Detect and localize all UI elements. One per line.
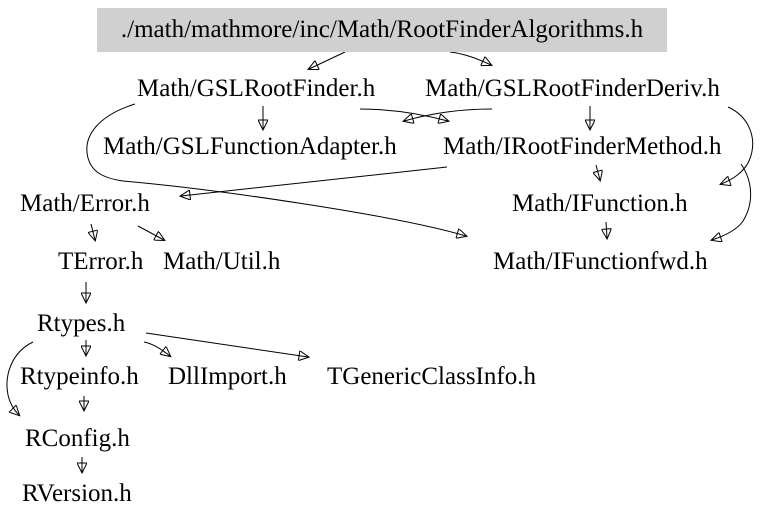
edge-error-terror xyxy=(91,223,95,240)
edge-rtypes-rconfig xyxy=(6,341,34,415)
edge-rootfinderalgorithms-gslrootfinder xyxy=(309,51,346,69)
node-rconfig[interactable]: RConfig.h xyxy=(25,425,130,452)
edge-error-util xyxy=(137,225,164,240)
node-ifunctionfwd[interactable]: Math/IFunctionfwd.h xyxy=(493,248,708,275)
edge-gslrootfinderderiv-gslfunctionadapter xyxy=(404,108,493,121)
edge-rtypes-tgenericclassinfo xyxy=(145,332,308,357)
edge-irootfindermethod-ifunction xyxy=(596,164,600,180)
node-tgenericclassinfo[interactable]: TGenericClassInfo.h xyxy=(327,363,536,390)
edge-gslrootfinder-irootfindermethod xyxy=(359,108,448,121)
node-rtypeinfo[interactable]: Rtypeinfo.h xyxy=(20,363,139,390)
node-rootfinderalgorithms: ./math/mathmore/inc/Math/RootFinderAlgor… xyxy=(97,8,667,52)
node-rversion[interactable]: RVersion.h xyxy=(22,480,132,507)
node-dllimport[interactable]: DllImport.h xyxy=(168,363,287,390)
edge-irootfindermethod-error xyxy=(181,166,448,196)
edge-irootfindermethod-ifunctionfwd xyxy=(712,163,752,240)
node-error[interactable]: Math/Error.h xyxy=(20,190,150,217)
edge-rtypes-dllimport xyxy=(143,341,170,356)
edge-rootfinderalgorithms-gslrootfinderderiv xyxy=(449,51,491,65)
node-gslrootfinder[interactable]: Math/GSLRootFinder.h xyxy=(137,75,376,102)
edge-ifunction-ifunctionfwd xyxy=(606,221,607,238)
node-gslrootfinderderiv[interactable]: Math/GSLRootFinderDeriv.h xyxy=(425,75,720,102)
node-rtypes[interactable]: Rtypes.h xyxy=(37,310,126,337)
node-ifunction[interactable]: Math/IFunction.h xyxy=(512,190,688,217)
edge-gslrootfinder-ifunctionfwd xyxy=(86,103,466,236)
node-irootfindermethod[interactable]: Math/IRootFinderMethod.h xyxy=(443,133,722,160)
node-util[interactable]: Math/Util.h xyxy=(163,248,281,275)
edge-gslrootfinderderiv-ifunction xyxy=(721,106,754,184)
node-gslfunctionadapter[interactable]: Math/GSLFunctionAdapter.h xyxy=(103,133,397,160)
node-terror[interactable]: TError.h xyxy=(58,248,144,275)
